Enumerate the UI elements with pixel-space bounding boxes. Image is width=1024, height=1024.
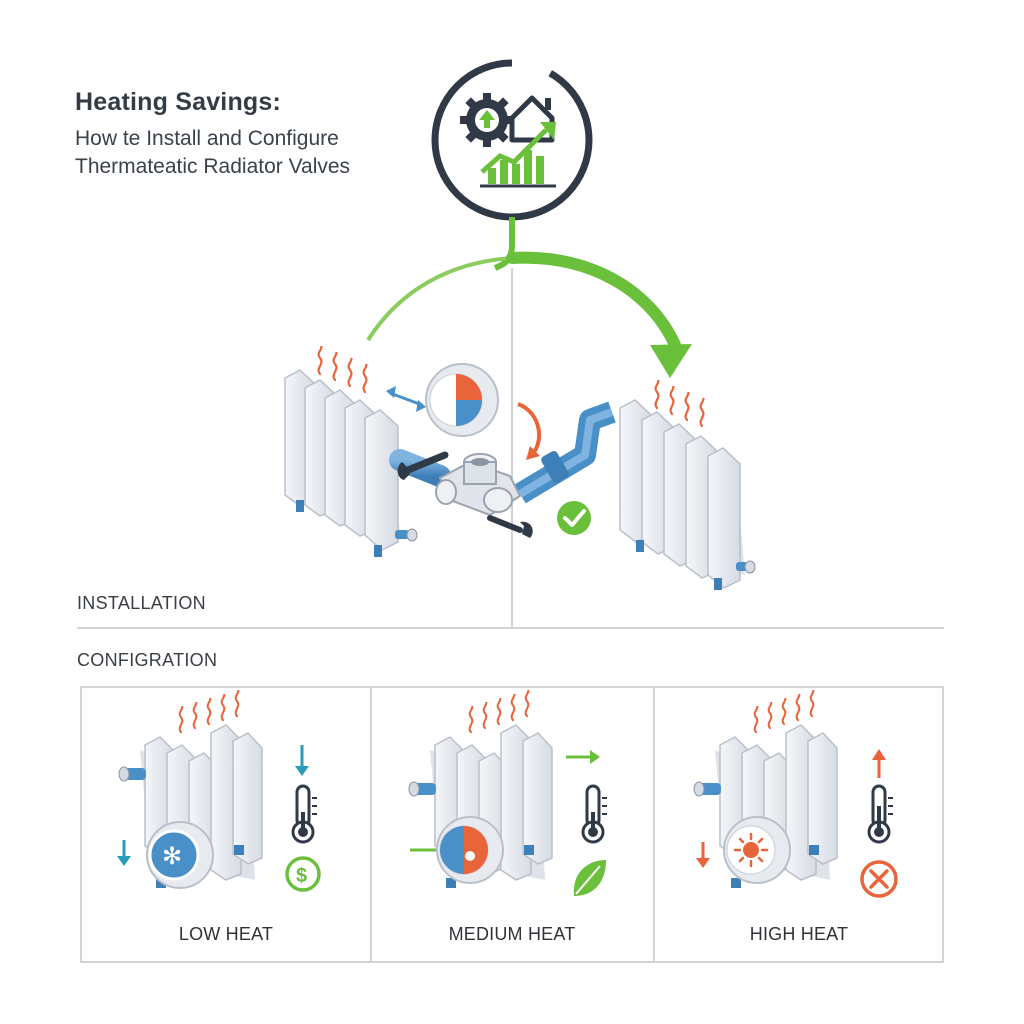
sun-icon <box>733 832 769 868</box>
medium-heat-label: MEDIUM HEAT <box>448 924 576 944</box>
half-dial-icon <box>465 851 475 861</box>
snowflake-icon: ✻ <box>162 843 182 870</box>
leaf-icon <box>573 860 606 896</box>
pipe-assembly <box>389 401 616 517</box>
svg-text:$: $ <box>296 865 307 887</box>
panel-medium-heat <box>408 690 607 896</box>
wrench-icon <box>397 451 449 480</box>
snowflake-icon: ✻ <box>446 407 456 421</box>
radiator-low: ✻ <box>118 690 263 889</box>
low-heat-label: LOW HEAT <box>178 924 274 944</box>
page-subtitle-line-2: Thermateatic Radiator Valves <box>75 155 351 178</box>
radiator-medium <box>408 690 553 888</box>
high-heat-label: HIGH HEAT <box>749 924 849 944</box>
page-title: Heating Savings: <box>75 88 282 116</box>
arrow-right-icon <box>410 750 600 852</box>
thermometer-icon <box>867 784 893 844</box>
dollar-icon: $ <box>285 856 321 892</box>
thermostat-dial: ✻ <box>425 363 499 437</box>
x-circle-icon <box>860 860 898 898</box>
config-panels-frame <box>80 686 944 963</box>
gear-house-growth-chart-icon <box>460 93 556 188</box>
thermometer-icon <box>291 784 317 844</box>
installation-section-label: INSTALLATION <box>77 593 206 613</box>
radiator-before <box>284 346 418 557</box>
radiator-after <box>619 380 756 590</box>
logo-badge <box>431 58 594 221</box>
radiator-high <box>693 690 838 888</box>
panel-high-heat <box>693 690 898 898</box>
configuration-section-label: CONFIGRATION <box>77 650 218 670</box>
wrench-icon-2 <box>487 515 533 538</box>
check-circle-icon <box>557 501 591 535</box>
panel-low-heat: ✻ $ <box>117 690 321 892</box>
page-subtitle-line-1: How te Install and Configure <box>75 127 339 150</box>
arrow-down-icon <box>117 745 309 866</box>
process-arc-arrow <box>366 251 692 378</box>
rotate-arrow-icon <box>517 402 542 460</box>
adjust-arrow-icon <box>386 386 426 412</box>
arrow-up-icon <box>696 749 886 868</box>
thermometer-icon <box>581 784 607 844</box>
